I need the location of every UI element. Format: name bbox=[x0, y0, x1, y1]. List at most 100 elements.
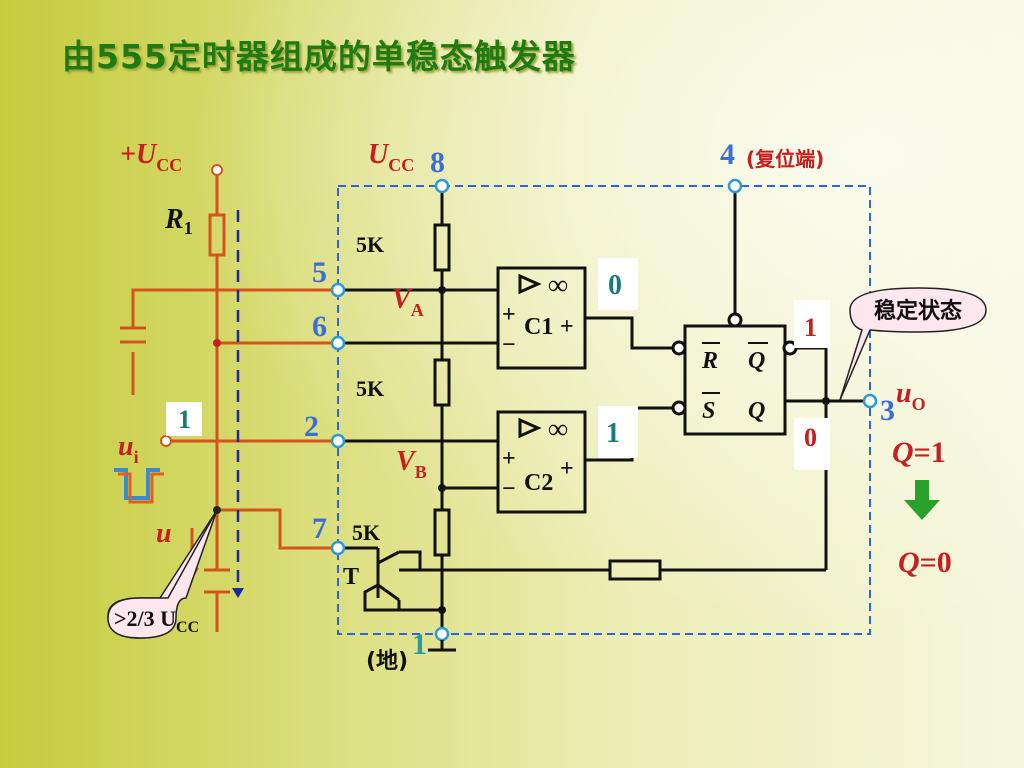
slide-title: 由555定时器组成的单稳态触发器 bbox=[62, 37, 576, 76]
pin8-label: 8 bbox=[430, 146, 445, 179]
uo-label: u bbox=[896, 378, 912, 409]
svg-text:Q=1: Q=1 bbox=[892, 436, 946, 469]
c2-label: C2 bbox=[524, 470, 553, 496]
pin6-label: 6 bbox=[312, 310, 327, 343]
uc-label: u bbox=[156, 518, 172, 549]
comparator-c1-symbol bbox=[518, 273, 542, 295]
svg-text:+UCC: +UCC bbox=[120, 139, 182, 175]
q0-state-q: Q bbox=[898, 546, 920, 579]
r1-label: R bbox=[164, 204, 184, 235]
q0-state-value: =0 bbox=[920, 546, 952, 579]
comparator-c1 bbox=[496, 266, 587, 370]
transistor-label: T bbox=[343, 564, 359, 590]
svg-text:VB: VB bbox=[396, 446, 427, 482]
qbar-output-box bbox=[794, 300, 830, 348]
pin1-label: 1 bbox=[412, 628, 427, 661]
ground-label: (地) bbox=[366, 649, 408, 674]
vcc-label-sub: CC bbox=[156, 155, 182, 175]
pin7-label: 7 bbox=[312, 512, 327, 545]
svg-text:R1: R1 bbox=[164, 204, 193, 238]
chip-boundary bbox=[337, 185, 871, 635]
vcc-label: +U bbox=[120, 139, 158, 170]
vb-label: V bbox=[396, 446, 417, 477]
input-pulse-shadow bbox=[118, 472, 164, 504]
junction-dot bbox=[822, 397, 830, 405]
svg-text:Q=0: Q=0 bbox=[898, 546, 952, 579]
svg-text:VA: VA bbox=[392, 284, 424, 320]
ucc-label-sub: CC bbox=[388, 155, 414, 175]
s-bubble bbox=[671, 400, 687, 416]
c1-infinity: ∞ bbox=[548, 270, 568, 301]
r1-resistor bbox=[208, 213, 226, 257]
c1-plus-in: + bbox=[502, 302, 516, 328]
ff-r-label: R bbox=[701, 348, 718, 374]
transition-arrow-shaft bbox=[915, 480, 929, 502]
q1-state-q: Q bbox=[892, 436, 914, 469]
reset-bubble bbox=[727, 312, 743, 328]
pin5-label: 5 bbox=[312, 256, 327, 289]
junction-dot bbox=[438, 286, 446, 294]
stable-state-callout bbox=[839, 287, 987, 401]
internal-wiring bbox=[338, 186, 866, 652]
input-pulse-icon bbox=[114, 468, 160, 500]
discharge-transistor bbox=[363, 548, 442, 612]
internal-resistor-top bbox=[433, 223, 451, 272]
r1-label-sub: 1 bbox=[184, 218, 193, 238]
q-output-box bbox=[794, 418, 830, 470]
ui-output-value: 1 bbox=[178, 405, 191, 434]
junction-dot bbox=[213, 339, 221, 347]
threshold-callout-body bbox=[107, 509, 218, 639]
c2-output-value: 1 bbox=[606, 418, 620, 449]
external-wiring bbox=[131, 170, 338, 632]
svg-text:UCC: UCC bbox=[368, 139, 414, 175]
timing-indicator-arrow bbox=[232, 588, 244, 598]
pin3-label: 3 bbox=[880, 394, 895, 427]
stable-state-label: 稳定状态 bbox=[874, 298, 962, 324]
pin5-capacitor bbox=[120, 326, 146, 344]
internal-resistor-bottom bbox=[433, 508, 451, 557]
ucc-label: U bbox=[368, 139, 390, 170]
c2-plus-out: + bbox=[560, 456, 574, 482]
va-label-sub: A bbox=[411, 300, 424, 320]
svg-text:uO: uO bbox=[896, 378, 926, 414]
c2-output-box bbox=[598, 406, 638, 458]
c1-output-value: 0 bbox=[608, 270, 622, 301]
ui-label: u bbox=[118, 431, 134, 462]
svg-text:ui: ui bbox=[118, 431, 139, 467]
res-5k-top-label: 5K bbox=[356, 232, 384, 257]
rs-flipflop bbox=[683, 324, 787, 436]
pin2-label: 2 bbox=[304, 410, 319, 443]
pin4-label: 4 bbox=[720, 138, 735, 171]
q-output-value: 0 bbox=[804, 423, 817, 452]
vb-label-sub: B bbox=[415, 462, 427, 482]
uo-label-sub: O bbox=[912, 394, 926, 414]
vcc-terminal bbox=[211, 164, 223, 176]
c2-minus-in: − bbox=[502, 476, 516, 502]
qbar-output-value: 1 bbox=[804, 313, 817, 342]
svg-text:>2/3 UCC: >2/3 UCC bbox=[114, 606, 199, 636]
internal-resistor-mid bbox=[433, 358, 451, 407]
comparator-c2 bbox=[496, 410, 587, 514]
comparator-c2-symbol bbox=[518, 417, 542, 439]
ff-s-label: S bbox=[702, 398, 715, 424]
ff-qbar-label: Q bbox=[748, 348, 765, 374]
ui-terminal bbox=[160, 435, 172, 447]
res-5k-mid-label: 5K bbox=[356, 376, 384, 401]
q1-state-value: =1 bbox=[914, 436, 946, 469]
c1-label: C1 bbox=[524, 314, 553, 340]
va-label: V bbox=[392, 284, 413, 315]
discharge-resistor bbox=[608, 559, 662, 581]
c1-plus-out: + bbox=[560, 314, 574, 340]
ff-q-label: Q bbox=[748, 398, 765, 424]
c2-infinity: ∞ bbox=[548, 414, 568, 445]
c1-output-box bbox=[598, 258, 638, 310]
ui-value-box bbox=[166, 402, 202, 436]
junction-dot bbox=[438, 484, 446, 492]
res-5k-bottom-label: 5K bbox=[352, 520, 380, 545]
transition-arrow-head bbox=[904, 500, 940, 520]
c1-minus-in: − bbox=[502, 332, 516, 358]
r-bubble bbox=[671, 340, 687, 356]
ui-label-sub: i bbox=[134, 447, 139, 467]
